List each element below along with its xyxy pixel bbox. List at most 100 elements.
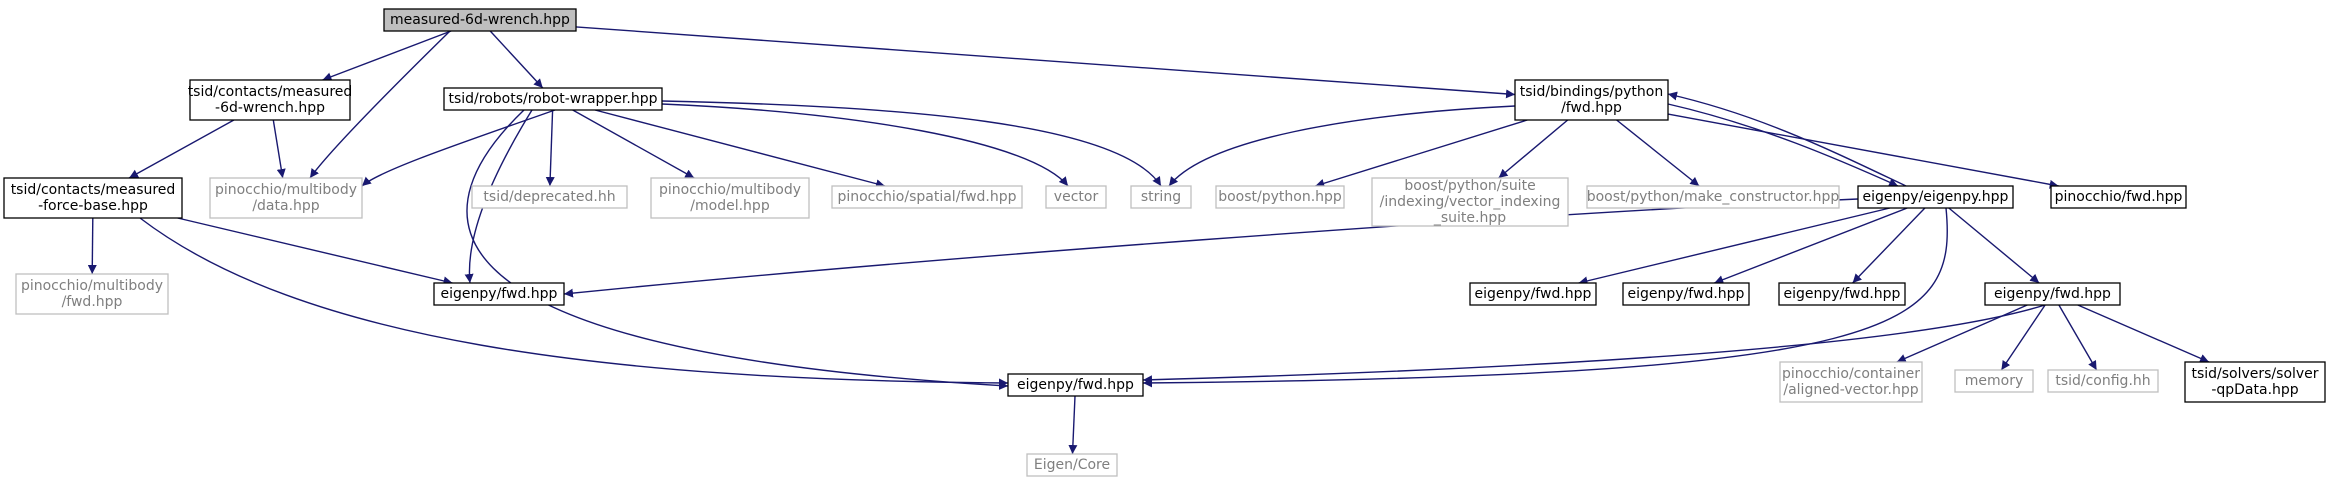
node-box-bindfwd [1514,79,1669,121]
edge-root-to-pinodata [309,30,451,179]
node-box-root [383,8,577,32]
edge-robwrap-to-vector [661,103,1069,187]
edge-robwrap-to-efwd5 [466,109,1009,390]
node-qpdata[interactable]: tsid/solvers/solver-qpData.hpp [2184,361,2326,403]
node-root[interactable]: measured-6d-wrench.hpp [383,8,577,32]
node-label-eigenpy: eigenpy/eigenpy.hpp [1863,189,2009,205]
edge-robwrap-to-tsiddep [545,109,555,187]
node-box-tcm6d [189,79,351,121]
node-efwd2[interactable]: eigenpy/fwd.hpp [1469,282,1597,306]
node-pinospatial: pinocchio/spatial/fwd.hpp [831,185,1023,209]
node-box-pinoaligned [1779,361,1923,403]
node-label-efwd2: eigenpy/fwd.hpp [1475,286,1592,302]
node-box-pinomodel [650,177,810,219]
node-efwd3[interactable]: eigenpy/fwd.hpp [1622,282,1750,306]
node-pinombfwd: pinocchio/multibody/fwd.hpp [15,273,169,315]
node-eigenpy[interactable]: eigenpy/eigenpy.hpp [1857,185,2014,209]
edge-bindfwd-to-eigenpy [1667,103,1899,187]
node-tsidconfig: tsid/config.hh [2047,369,2159,393]
node-label-boostsuite: /indexing/vector_indexing [1380,194,1561,210]
edge-eigenpy-to-efwd4 [1852,207,1926,284]
node-memory: memory [1954,369,2034,393]
edge-robwrap-to-pinodata [361,109,556,187]
edge-tcmfb-to-efwd5 [139,217,1009,388]
edge-efwd6-to-efwd5 [1142,304,2046,385]
node-label-pinodata: /data.hpp [252,198,319,214]
node-tsiddep: tsid/deprecated.hh [471,185,628,209]
edge-robwrap-to-pinospatial [594,109,886,189]
node-label-qpdata: tsid/solvers/solver [2191,366,2318,382]
edge-eigenpy-to-bindfwd [1667,91,1907,187]
node-label-bindfwd: /fwd.hpp [1561,100,1622,116]
node-label-tcmfb: tsid/contacts/measured [11,182,176,198]
node-label-pinofwd: pinocchio/fwd.hpp [2055,189,2183,205]
node-label-pinodata: pinocchio/multibody [215,182,357,198]
node-label-root: measured-6d-wrench.hpp [390,12,570,28]
node-label-memory: memory [1965,373,2024,389]
node-box-tcmfb [3,177,183,219]
node-box-qpdata [2184,361,2326,403]
node-box-efwd2 [1469,282,1597,306]
node-label-efwd5: eigenpy/fwd.hpp [1017,377,1134,393]
node-label-boostsuite: boost/python/suite [1404,178,1535,194]
node-box-memory [1954,369,2034,393]
node-label-pinospatial: pinocchio/spatial/fwd.hpp [837,189,1016,205]
node-label-bindfwd: tsid/bindings/python [1520,84,1663,100]
edge-bindfwd-to-string [1168,105,1516,187]
node-boostmake: boost/python/make_constructor.hpp [1586,185,1840,209]
node-eigencore: Eigen/Core [1026,453,1118,477]
node-pinomodel: pinocchio/multibody/model.hpp [650,177,810,219]
node-efwd5[interactable]: eigenpy/fwd.hpp [1007,373,1144,397]
edge-eigenpy-to-efwd2 [1578,207,1891,286]
node-label-eigencore: Eigen/Core [1034,457,1110,473]
node-label-efwd1: eigenpy/fwd.hpp [441,286,558,302]
node-robwrap[interactable]: tsid/robots/robot-wrapper.hpp [443,87,663,111]
node-box-vector [1045,185,1107,209]
edge-tcm6d-to-tcmfb [128,119,235,179]
node-label-efwd6: eigenpy/fwd.hpp [1994,286,2111,302]
node-box-tsiddep [471,185,628,209]
edge-bindfwd-to-boostmake [1616,119,1700,187]
edges-layer [87,26,2210,455]
node-tcmfb[interactable]: tsid/contacts/measured-force-base.hpp [3,177,183,219]
node-box-eigenpy [1857,185,2014,209]
node-vector: vector [1045,185,1107,209]
node-box-boostmake [1586,185,1840,209]
node-label-qpdata: -qpData.hpp [2211,382,2298,398]
node-box-efwd6 [1984,282,2121,306]
node-pinodata: pinocchio/multibody/data.hpp [209,177,363,219]
edge-robwrap-to-string [661,100,1162,187]
node-tcm6d[interactable]: tsid/contacts/measured-6d-wrench.hpp [188,79,353,121]
edge-tcmfb-to-pinombfwd [87,217,97,275]
node-label-robwrap: tsid/robots/robot-wrapper.hpp [449,91,658,107]
node-label-efwd4: eigenpy/fwd.hpp [1784,286,1901,302]
node-label-pinombfwd: pinocchio/multibody [21,278,163,294]
node-box-boostsuite [1371,177,1569,227]
node-label-tcmfb: -force-base.hpp [38,198,148,214]
node-label-pinoaligned: /aligned-vector.hpp [1783,382,1918,398]
node-box-efwd1 [433,282,565,306]
node-box-efwd4 [1778,282,1906,306]
node-bindfwd[interactable]: tsid/bindings/python/fwd.hpp [1514,79,1669,121]
node-efwd6[interactable]: eigenpy/fwd.hpp [1984,282,2121,306]
node-label-tcm6d: -6d-wrench.hpp [215,100,325,116]
node-label-tsidconfig: tsid/config.hh [2055,373,2150,389]
edge-efwd6-to-tsidconfig [2058,304,2098,371]
node-label-tcm6d: tsid/contacts/measured [188,84,353,100]
node-pinofwd[interactable]: pinocchio/fwd.hpp [2050,185,2187,209]
edge-efwd6-to-memory [2000,304,2046,371]
node-label-pinombfwd: /fwd.hpp [62,294,123,310]
node-box-tsidconfig [2047,369,2159,393]
node-pinoaligned: pinocchio/container/aligned-vector.hpp [1779,361,1923,403]
node-label-boostmake: boost/python/make_constructor.hpp [1587,189,1840,205]
node-label-boostsuite: _suite.hpp [1433,210,1506,226]
node-efwd1[interactable]: eigenpy/fwd.hpp [433,282,565,306]
edge-root-to-robwrap [489,30,544,89]
node-label-vector: vector [1054,189,1099,205]
node-string: string [1130,185,1192,209]
node-efwd4[interactable]: eigenpy/fwd.hpp [1778,282,1906,306]
node-box-pinodata [209,177,363,219]
node-box-robwrap [443,87,663,111]
edge-bindfwd-to-boostpy [1315,119,1528,188]
